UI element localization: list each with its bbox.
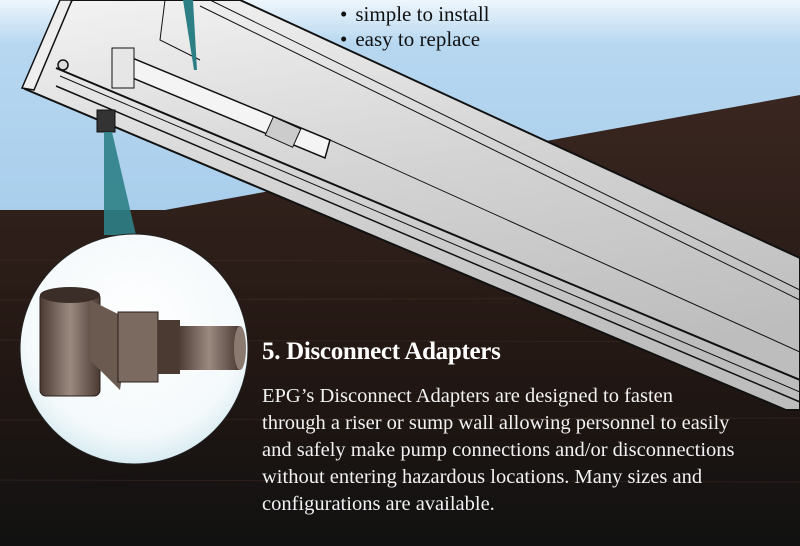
bullet-item: easy to replace <box>340 27 490 52</box>
top-beam <box>183 0 197 70</box>
section-description: EPG’s Disconnect Adapters are designed t… <box>262 383 800 518</box>
zoom-beam <box>104 132 136 235</box>
fitting <box>111 47 135 89</box>
pipe-2 <box>329 139 800 353</box>
feature-bullets: simple to install easy to replace <box>340 2 490 52</box>
pipe-coupling <box>264 116 302 148</box>
section-heading: 5. Disconnect Adapters <box>262 338 501 365</box>
description-line: and safely make pump connections and/or … <box>262 439 735 461</box>
description-line: through a riser or sump wall allowing pe… <box>262 412 730 434</box>
disconnect-adapter-photo <box>39 287 246 397</box>
description-line: EPG’s Disconnect Adapters are designed t… <box>262 385 674 407</box>
panel-rails <box>55 0 800 403</box>
panel-flange <box>20 0 73 91</box>
bullet-item: simple to install <box>340 2 489 27</box>
fitting-nut <box>96 109 116 133</box>
description-line: configurations are available. <box>262 493 495 515</box>
panel-bolt <box>57 59 69 71</box>
description-line: without entering hazardous locations. Ma… <box>262 466 703 488</box>
